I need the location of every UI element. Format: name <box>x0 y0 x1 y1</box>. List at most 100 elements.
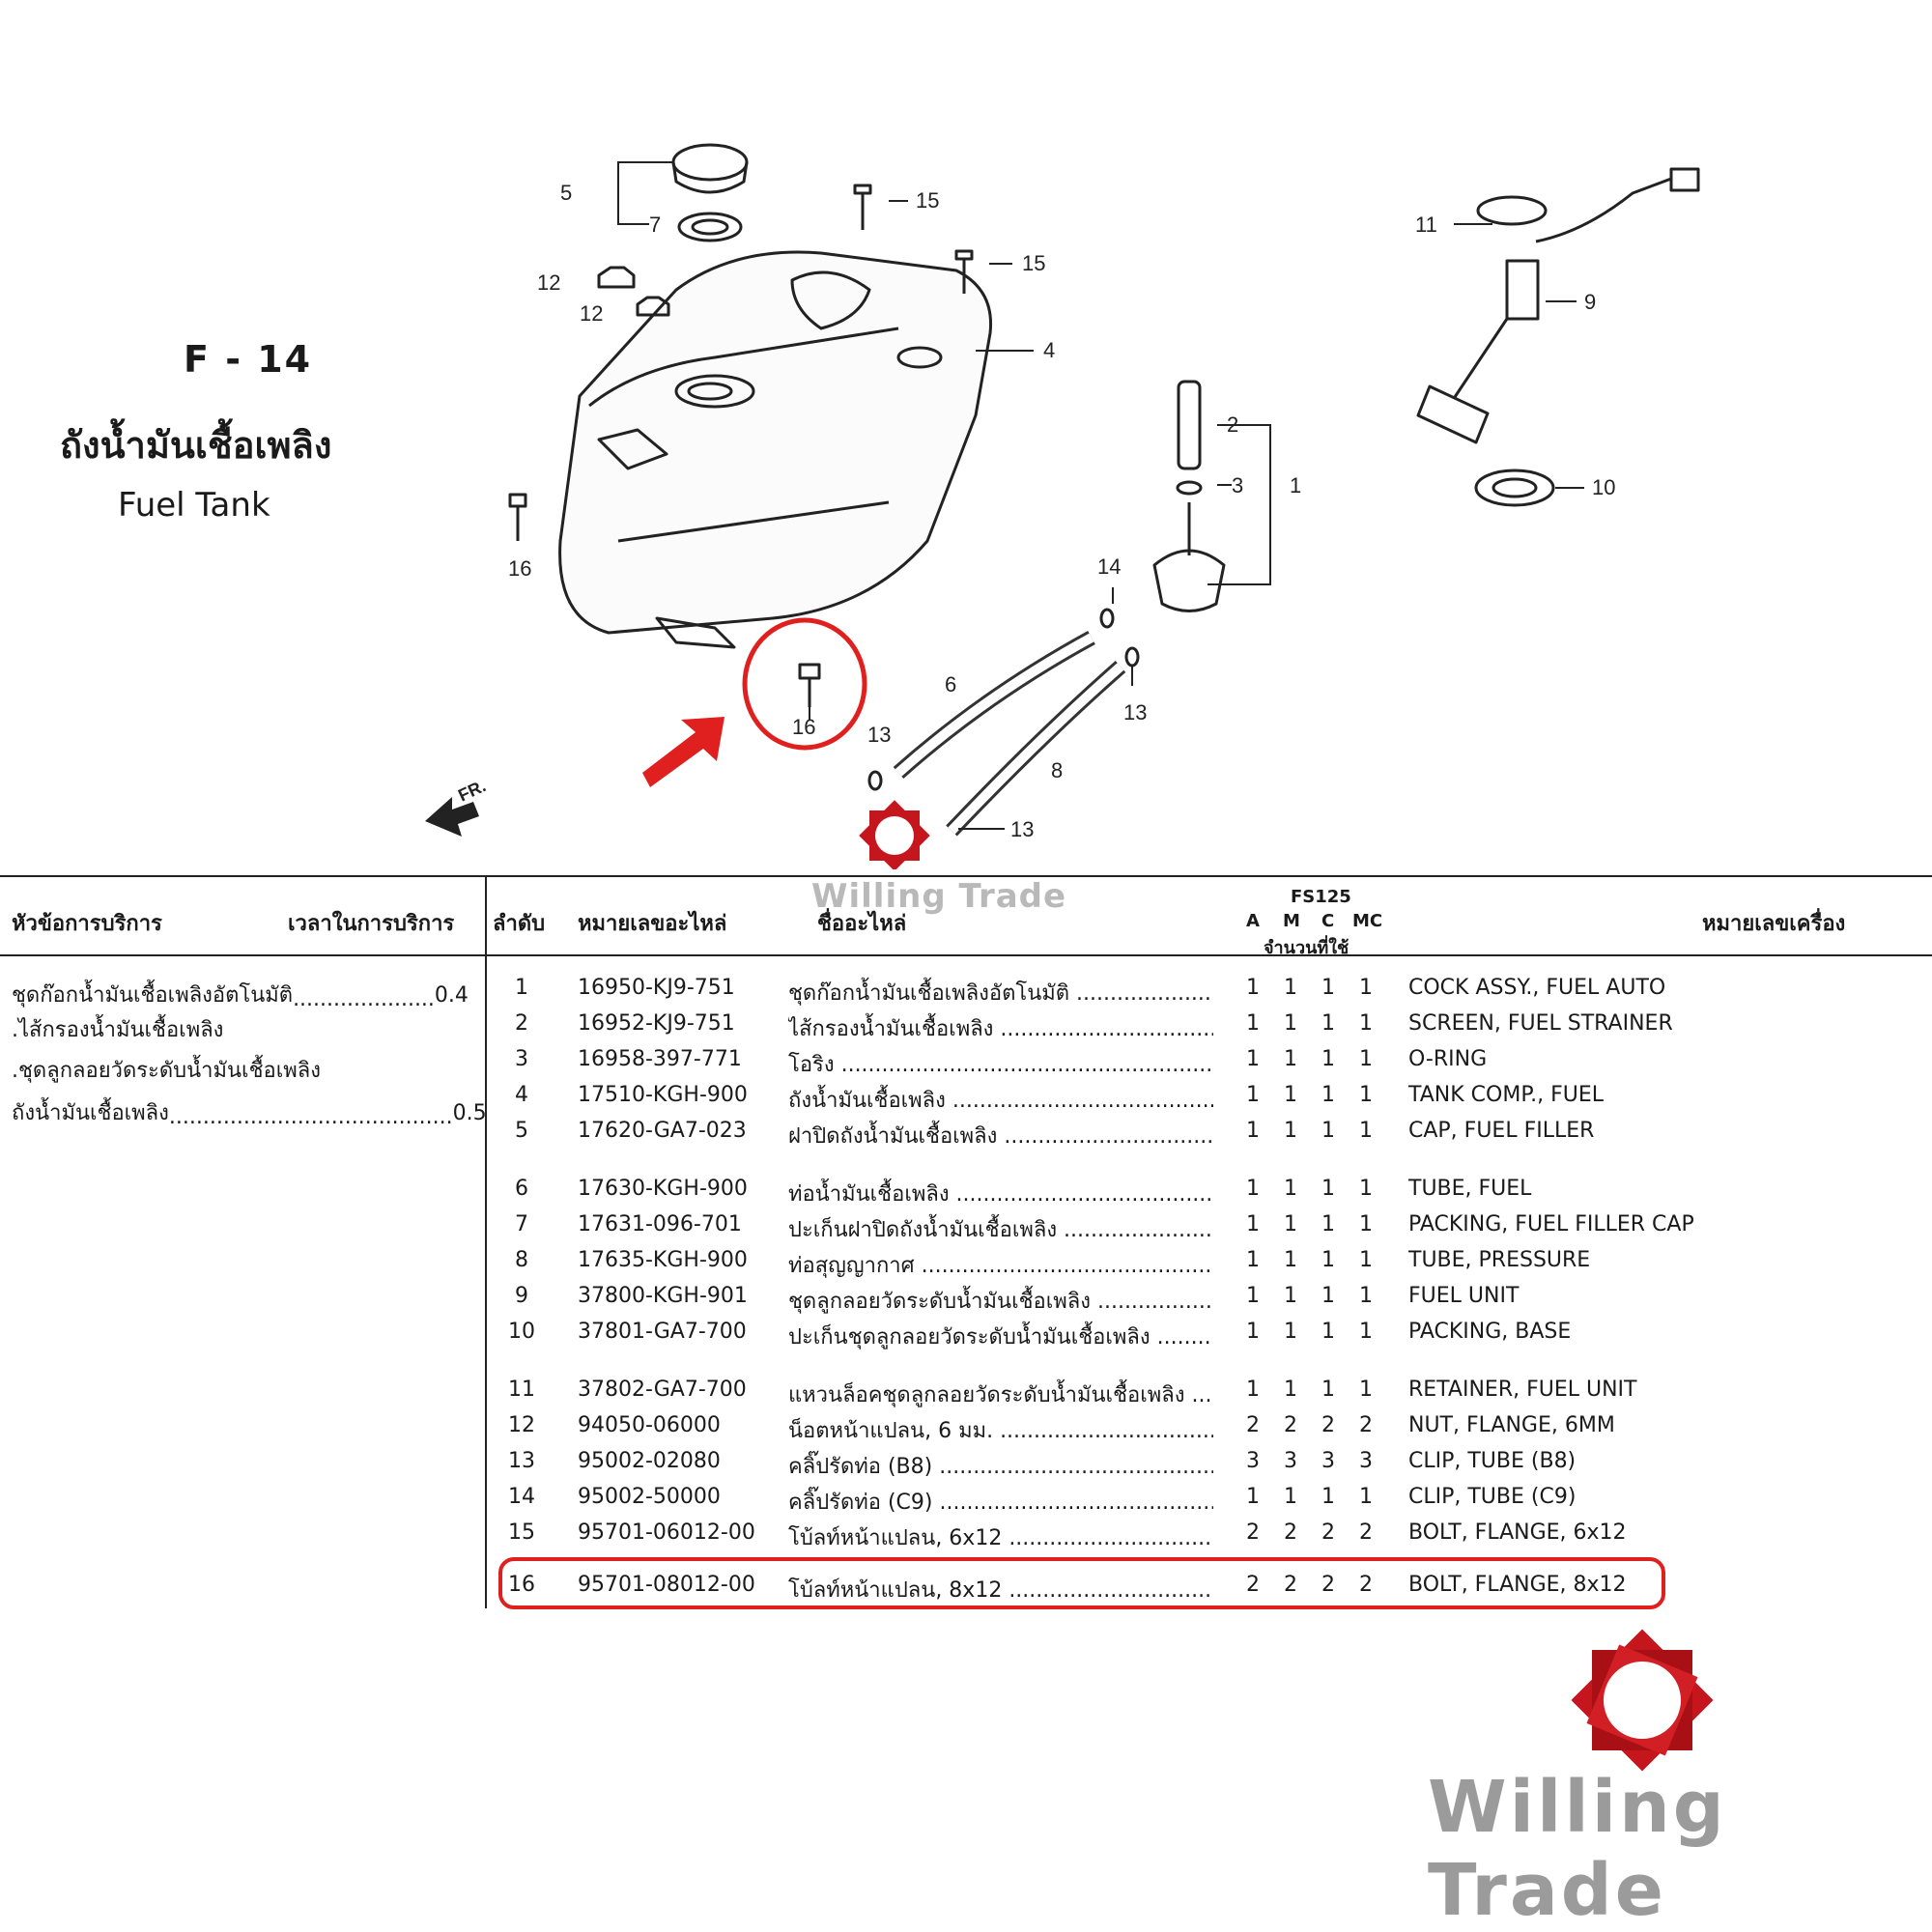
row-name-en: BOLT, FLANGE, 6x12 <box>1408 1520 1627 1545</box>
callout-15a: 15 <box>916 188 939 213</box>
service-item-4: ถังน้ำมันเชื้อเพลิง.....................… <box>12 1101 487 1129</box>
row-qty-m: 2 <box>1284 1573 1297 1597</box>
row-qty-mc: 2 <box>1359 1413 1373 1437</box>
row-qty-a: 1 <box>1246 1119 1260 1143</box>
row-qty-m: 1 <box>1284 1177 1297 1201</box>
row-name-en: RETAINER, FUEL UNIT <box>1408 1378 1637 1402</box>
row-qty-m: 1 <box>1284 1248 1297 1272</box>
row-qty-a: 1 <box>1246 1047 1260 1071</box>
service-item-3: .ชุดลูกลอยวัดระดับน้ำมันเชื้อเพลิง <box>12 1059 321 1083</box>
row-qty-mc: 1 <box>1359 976 1373 1000</box>
callout-10: 10 <box>1592 475 1615 499</box>
row-no: 4 <box>515 1083 528 1107</box>
row-qty-c: 1 <box>1321 976 1335 1000</box>
callout-14: 14 <box>1097 554 1121 579</box>
row-part-no: 95701-06012-00 <box>578 1520 755 1545</box>
row-name-en: PACKING, BASE <box>1408 1320 1572 1344</box>
row-qty-a: 2 <box>1246 1520 1260 1545</box>
row-qty-a: 1 <box>1246 1083 1260 1107</box>
row-part-no: 16958-397-771 <box>578 1047 742 1071</box>
callout-8: 8 <box>1051 758 1063 782</box>
fuel-tank-exploded-diagram: 5 7 15 15 12 12 4 2 3 1 11 9 10 16 14 6 … <box>425 143 1700 869</box>
table-header-rule <box>0 954 1932 956</box>
header-part-no: หมายเลขอะไหล่ <box>578 912 727 936</box>
svg-text:FR.: FR. <box>455 776 489 805</box>
row-16-highlight-box <box>498 1557 1665 1609</box>
row-no: 3 <box>515 1047 528 1071</box>
row-part-no: 37801-GA7-700 <box>578 1320 747 1344</box>
row-no: 7 <box>515 1212 528 1236</box>
row-qty-m: 1 <box>1284 1378 1297 1402</box>
row-part-no: 17510-KGH-900 <box>578 1083 748 1107</box>
row-name-th: น็อตหน้าแปลน, 6 มม. ....................… <box>788 1419 1213 1443</box>
header-model: FS125 <box>1291 887 1351 907</box>
row-name-en: TANK COMP., FUEL <box>1408 1083 1605 1107</box>
row-no: 6 <box>515 1177 528 1201</box>
row-qty-mc: 1 <box>1359 1212 1373 1236</box>
callout-6: 6 <box>945 672 956 696</box>
header-engine-no: หมายเลขเครื่อง <box>1702 912 1846 936</box>
callout-2: 2 <box>1227 412 1238 437</box>
row-no: 10 <box>508 1320 535 1344</box>
row-part-no: 95701-08012-00 <box>578 1573 755 1597</box>
row-qty-a: 1 <box>1246 1177 1260 1201</box>
header-variant-a: A <box>1246 911 1260 931</box>
row-no: 12 <box>508 1413 535 1437</box>
row-qty-m: 1 <box>1284 976 1297 1000</box>
row-qty-mc: 1 <box>1359 1485 1373 1509</box>
row-qty-a: 1 <box>1246 976 1260 1000</box>
row-part-no: 95002-50000 <box>578 1485 721 1509</box>
table-row: 4 17510-KGH-900 ถังน้ำมันเชื้อเพลิง ......… <box>0 1083 1932 1118</box>
row-qty-c: 1 <box>1321 1378 1335 1402</box>
row-name-th: โบ้ลท์หน้าแปลน, 8x12 ...................… <box>788 1578 1213 1603</box>
callout-13b: 13 <box>867 723 891 747</box>
table-top-rule <box>0 875 1932 877</box>
row-name-th: คลิ๊ปรัดท่อ (B8) .......................… <box>788 1455 1213 1479</box>
row-qty-c: 2 <box>1321 1520 1335 1545</box>
row-qty-c: 2 <box>1321 1573 1335 1597</box>
fuel-tank-shape <box>558 250 993 635</box>
row-qty-a: 1 <box>1246 1212 1260 1236</box>
table-divider <box>485 877 487 1608</box>
callout-5: 5 <box>560 181 572 205</box>
row-part-no: 94050-06000 <box>578 1413 721 1437</box>
row-qty-mc: 3 <box>1359 1449 1373 1473</box>
bolt-16-highlight-circle <box>742 617 867 751</box>
header-qty-used: จำนวนที่ใช้ <box>1264 938 1350 958</box>
row-no: 11 <box>508 1378 535 1402</box>
row-part-no: 17631-096-701 <box>578 1212 742 1236</box>
row-name-en: TUBE, PRESSURE <box>1408 1248 1591 1272</box>
row-qty-m: 2 <box>1284 1520 1297 1545</box>
row-name-th: ปะเก็นฝาปิดถังน้ำมันเชื้อเพลิง .........… <box>788 1218 1213 1242</box>
row-qty-m: 1 <box>1284 1083 1297 1107</box>
row-qty-a: 3 <box>1246 1449 1260 1473</box>
row-qty-c: 1 <box>1321 1248 1335 1272</box>
row-part-no: 37802-GA7-700 <box>578 1378 747 1402</box>
row-qty-m: 1 <box>1284 1284 1297 1308</box>
row-part-no: 17635-KGH-900 <box>578 1248 748 1272</box>
row-name-th: ปะเก็นชุดลูกลอยวัดระดับน้ำมันเชื้อเพลิง … <box>788 1325 1213 1350</box>
row-name-th: ถังน้ำมันเชื้อเพลิง ....................… <box>788 1089 1213 1113</box>
front-direction-arrow-icon: FR. <box>425 776 489 837</box>
header-part-name: ชื่ออะไหล่ <box>817 912 907 936</box>
row-qty-m: 1 <box>1284 1320 1297 1344</box>
row-qty-mc: 1 <box>1359 1011 1373 1036</box>
row-no: 13 <box>508 1449 535 1473</box>
row-part-no: 17630-KGH-900 <box>578 1177 748 1201</box>
row-qty-mc: 1 <box>1359 1119 1373 1143</box>
row-qty-mc: 1 <box>1359 1177 1373 1201</box>
callout-15b: 15 <box>1022 251 1045 275</box>
service-item-1: ชุดก๊อกน้ำมันเชื้อเพลิงอัตโนมัติ........… <box>12 983 469 1011</box>
callout-12b: 12 <box>580 301 603 326</box>
callout-16b: 16 <box>792 715 815 739</box>
watermark-text-brand: Willing Trade <box>1428 1766 1727 1932</box>
row-qty-a: 1 <box>1246 1011 1260 1036</box>
row-part-no: 17620-GA7-023 <box>578 1119 747 1143</box>
row-name-en: FUEL UNIT <box>1408 1284 1520 1308</box>
row-name-en: BOLT, FLANGE, 8x12 <box>1408 1573 1627 1597</box>
